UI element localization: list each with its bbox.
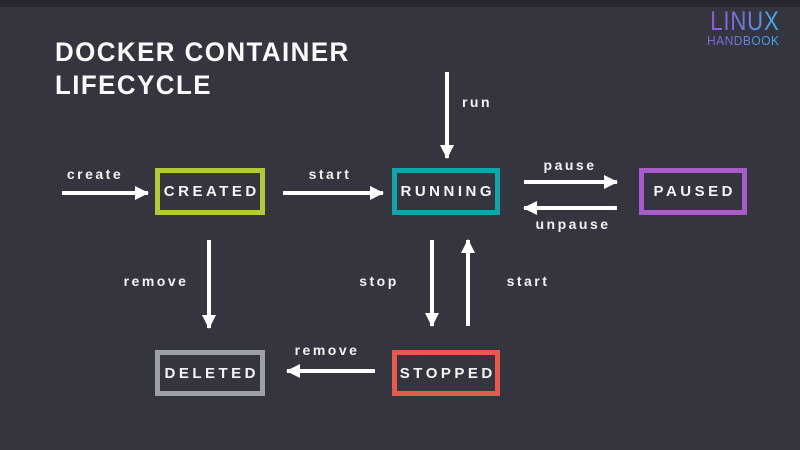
state-box-running: RUNNING	[392, 168, 500, 215]
transition-label-stop: stop	[359, 273, 399, 289]
page-title-line1: DOCKER CONTAINER	[55, 37, 350, 67]
state-label-created: CREATED	[163, 183, 260, 200]
transition-label-start: start	[308, 166, 352, 182]
state-box-paused: PAUSED	[639, 168, 747, 215]
transition-label-create: create	[66, 166, 124, 182]
transition-label-run: run	[461, 94, 493, 110]
state-box-stopped: STOPPED	[392, 350, 500, 396]
transition-label-start-up: start	[506, 273, 550, 289]
state-label-running: RUNNING	[400, 183, 495, 200]
linux-handbook-logo: LINUX HANDBOOK	[695, 8, 780, 48]
logo-linux-text: LINUX	[710, 6, 780, 36]
state-box-deleted: DELETED	[155, 350, 265, 396]
page-title: DOCKER CONTAINER LIFECYCLE	[55, 36, 350, 102]
state-label-stopped: STOPPED	[399, 364, 496, 382]
state-box-created: CREATED	[155, 168, 265, 215]
page-title-line2: LIFECYCLE	[55, 70, 212, 100]
logo-handbook-text: HANDBOOK	[699, 35, 780, 48]
state-label-paused: PAUSED	[653, 183, 736, 200]
state-label-deleted: DELETED	[164, 364, 259, 382]
transition-label-pause: pause	[543, 157, 597, 173]
transition-label-remove-bottom: remove	[294, 342, 360, 358]
transition-label-remove-left: remove	[123, 273, 189, 289]
transition-label-unpause: unpause	[535, 216, 611, 232]
top-edge-strip	[0, 0, 800, 7]
